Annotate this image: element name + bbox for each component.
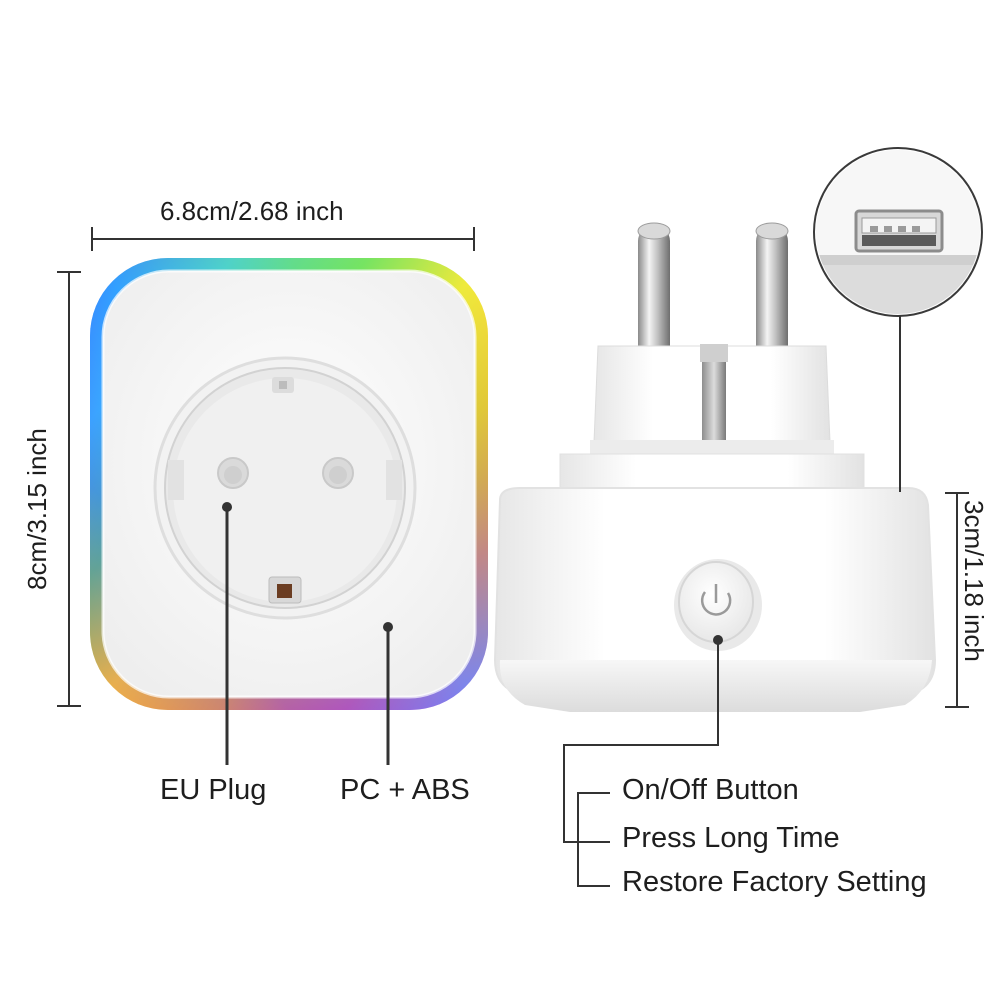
plug-side-view xyxy=(493,222,937,712)
depth-dimension-line xyxy=(945,492,969,708)
socket-front-view xyxy=(90,258,488,710)
on-off-button-label: On/Off Button xyxy=(622,774,799,806)
material-callout-line xyxy=(383,622,393,765)
eu-plug-callout-line xyxy=(222,502,232,765)
height-dimension-label: 8cm/3.15 inch xyxy=(22,428,52,590)
material-label: PC + ABS xyxy=(340,774,470,806)
width-dimension-line xyxy=(91,227,475,251)
button-callout-lines xyxy=(563,635,723,887)
eu-plug-label: EU Plug xyxy=(160,774,267,806)
width-dimension-label: 6.8cm/2.68 inch xyxy=(160,196,344,226)
press-long-time-label: Press Long Time xyxy=(622,822,840,854)
height-dimension-line xyxy=(57,271,81,707)
restore-factory-label: Restore Factory Setting xyxy=(622,866,927,898)
usb-port-inset xyxy=(813,147,983,492)
depth-dimension-label: 3cm/1.18 inch xyxy=(959,500,989,662)
